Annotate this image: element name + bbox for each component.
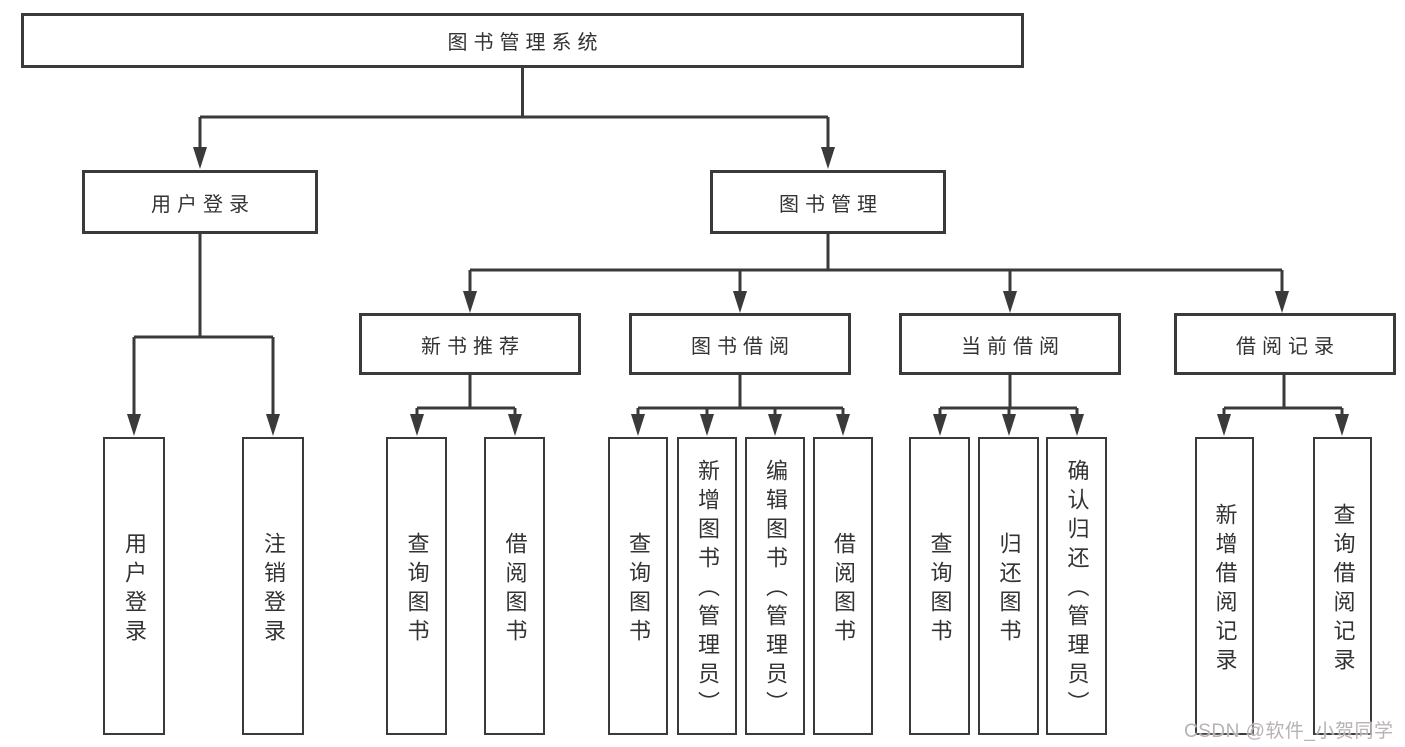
arrow-down-icon <box>127 414 141 436</box>
arrow-down-icon <box>631 414 645 436</box>
connector-root-to-level2 <box>193 68 835 169</box>
leaf-confirm-return-admin: 确认归还（管理员） <box>1046 437 1107 735</box>
arrow-down-icon <box>410 414 424 436</box>
leaf-add-books-admin: 新增图书（管理员） <box>677 437 737 735</box>
node-label: 图书管理系统 <box>447 32 604 54</box>
node-label: 确认归还（管理员） <box>1064 459 1090 720</box>
node-label: 借阅记录 <box>1236 335 1340 358</box>
arrow-down-icon <box>508 414 522 436</box>
node-current-borrow: 当前借阅 <box>899 313 1121 375</box>
node-label: 查询图书 <box>404 531 430 648</box>
connector-currentborrow-to-leaves <box>933 375 1084 436</box>
node-label: 当前借阅 <box>961 335 1065 358</box>
arrow-down-icon <box>733 291 747 313</box>
arrow-down-icon <box>821 147 835 169</box>
node-label: 用户登录 <box>122 531 147 648</box>
arrow-down-icon <box>768 414 782 436</box>
node-label: 图书借阅 <box>691 335 795 358</box>
connector-bookborrow-to-leaves <box>631 375 850 436</box>
arrow-down-icon <box>193 147 207 169</box>
leaf-query-books-current: 查询图书 <box>909 437 970 735</box>
leaf-logout: 注销登录 <box>242 437 304 735</box>
node-user-login: 用户登录 <box>82 170 318 234</box>
arrow-down-icon <box>1070 414 1084 436</box>
connector-bookmgmt-to-level3 <box>463 234 1289 313</box>
node-label: 新书推荐 <box>421 335 525 358</box>
arrow-down-icon <box>1003 291 1017 313</box>
node-label: 查询借阅记录 <box>1330 502 1356 677</box>
node-book-management-system: 图书管理系统 <box>21 13 1024 68</box>
arrow-down-icon <box>266 414 280 436</box>
leaf-borrow-books: 借阅图书 <box>813 437 873 735</box>
node-label: 查询图书 <box>626 531 651 648</box>
leaf-query-borrow-record: 查询借阅记录 <box>1313 437 1372 735</box>
node-label: 图书管理 <box>779 193 883 216</box>
arrow-down-icon <box>1335 414 1349 436</box>
connector-borrowrecords-to-leaves <box>1217 375 1349 436</box>
arrow-down-icon <box>1217 414 1231 436</box>
leaf-edit-books-admin: 编辑图书（管理员） <box>745 437 805 735</box>
connector-newbook-to-leaves <box>410 375 522 436</box>
arrow-down-icon <box>1002 414 1016 436</box>
arrow-down-icon <box>700 414 714 436</box>
leaf-add-borrow-record: 新增借阅记录 <box>1195 437 1254 735</box>
leaf-user-login: 用户登录 <box>103 437 165 735</box>
node-borrow-records: 借阅记录 <box>1174 313 1396 375</box>
csdn-watermark: CSDN @软件_小贺同学 <box>1184 721 1394 742</box>
node-book-borrow: 图书借阅 <box>629 313 851 375</box>
leaf-query-books-borrow: 查询图书 <box>608 437 668 735</box>
arrow-down-icon <box>463 291 477 313</box>
node-book-management: 图书管理 <box>710 170 946 234</box>
node-label: 借阅图书 <box>831 531 856 648</box>
leaf-borrow-books-recommend: 借阅图书 <box>484 437 545 735</box>
leaf-return-books: 归还图书 <box>978 437 1039 735</box>
node-label: 注销登录 <box>261 531 286 648</box>
connector-userlogin-to-leaves <box>127 234 280 436</box>
leaf-query-books-recommend: 查询图书 <box>386 437 447 735</box>
arrow-down-icon <box>1275 291 1289 313</box>
node-label: 查询图书 <box>927 531 953 648</box>
node-label: 新增借阅记录 <box>1212 502 1238 677</box>
arrow-down-icon <box>933 414 947 436</box>
node-label: 新增图书（管理员） <box>695 459 720 720</box>
node-new-book-recommend: 新书推荐 <box>359 313 581 375</box>
arrow-down-icon <box>836 414 850 436</box>
node-label: 归还图书 <box>996 531 1022 648</box>
node-label: 借阅图书 <box>502 531 528 648</box>
node-label: 用户登录 <box>151 193 255 216</box>
node-label: 编辑图书（管理员） <box>763 459 788 720</box>
